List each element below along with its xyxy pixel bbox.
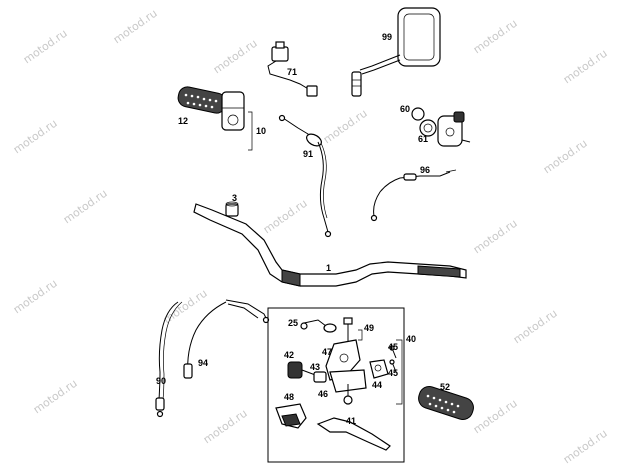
callout-52: 52 — [440, 382, 450, 392]
callout-12: 12 — [178, 116, 188, 126]
left-grip-part — [418, 385, 474, 421]
callout-71: 71 — [287, 67, 297, 77]
callout-96: 96 — [420, 165, 430, 175]
adjuster-part — [287, 361, 327, 383]
throttle-cable-part — [278, 114, 332, 238]
brake-switch-part — [300, 319, 337, 333]
callout-48: 48 — [284, 392, 294, 402]
clamp-part — [329, 359, 389, 393]
bracket-10 — [248, 111, 253, 151]
callout-49: 49 — [364, 323, 374, 333]
screw-part — [389, 345, 397, 373]
callout-3: 3 — [232, 193, 237, 203]
left-switch-part — [411, 107, 471, 147]
callout-91: 91 — [303, 149, 313, 159]
callout-45b: 45 — [388, 368, 398, 378]
clutch-lever-part — [316, 417, 391, 451]
callout-44: 44 — [372, 380, 382, 390]
clutch-cable-part — [155, 301, 183, 418]
handlebar-part — [193, 203, 467, 287]
decompressor-lever-part — [275, 403, 307, 429]
callout-61: 61 — [418, 134, 428, 144]
callout-40: 40 — [406, 334, 416, 344]
choke-cable-part — [370, 169, 457, 222]
decompressor-cable-part — [183, 299, 270, 379]
callout-99: 99 — [382, 32, 392, 42]
callout-41: 41 — [346, 416, 356, 426]
callout-46: 46 — [318, 389, 328, 399]
lever-inset-frame — [267, 307, 405, 463]
nut-part — [343, 384, 353, 405]
throttle-grip-part — [177, 86, 245, 131]
callout-90: 90 — [156, 376, 166, 386]
callout-1: 1 — [326, 263, 331, 273]
callout-47: 47 — [322, 347, 332, 357]
callout-45a: 45 — [388, 342, 398, 352]
callout-43: 43 — [310, 362, 320, 372]
callout-60: 60 — [400, 104, 410, 114]
mirror-part — [351, 7, 441, 97]
bracket-40 — [396, 339, 403, 405]
callout-10: 10 — [256, 126, 266, 136]
kill-switch-part — [267, 41, 318, 97]
callout-42: 42 — [284, 350, 294, 360]
bushing-part — [225, 201, 239, 217]
callout-25: 25 — [288, 318, 298, 328]
callout-94: 94 — [198, 358, 208, 368]
